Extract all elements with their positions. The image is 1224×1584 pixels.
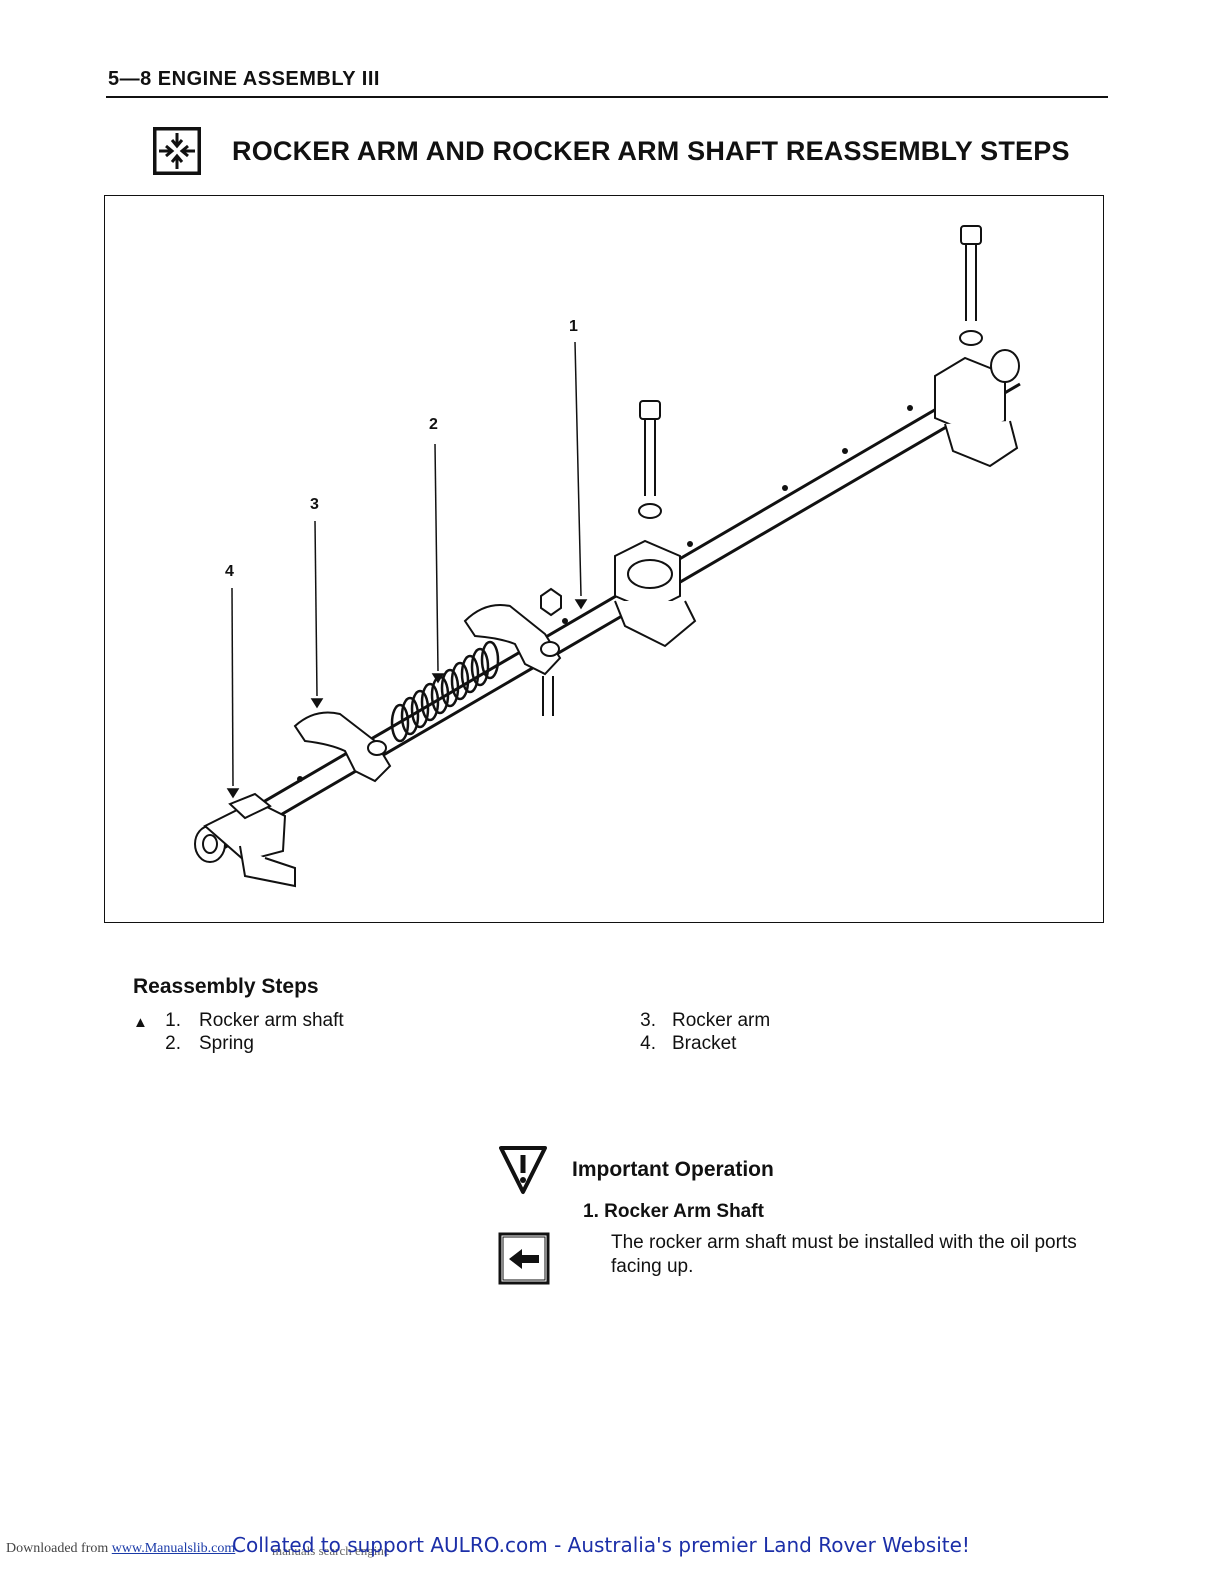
important-operation-title: Important Operation [572,1158,774,1181]
page-title: ROCKER ARM AND ROCKER ARM SHAFT REASSEMB… [232,136,1070,166]
important-item-title: 1. Rocker Arm Shaft [583,1201,764,1222]
manualslib-link[interactable]: www.Manualslib.com [111,1541,236,1556]
callout-3: 3 [310,496,319,513]
rocker-assembly-drawing [194,225,1021,888]
reassembly-steps-title: Reassembly Steps [133,975,319,998]
section-header: 5—8 ENGINE ASSEMBLY III [108,68,380,90]
important-item-text: The rocker arm shaft must be installed w… [611,1232,1077,1277]
left-arrow-icon [498,1232,550,1285]
callout-4: 4 [225,563,234,580]
footer-downloaded: Downloaded from www.Manualslib.com [6,1541,236,1556]
callout-2: 2 [429,416,438,433]
exploded-diagram: 1 2 3 4 [104,195,1104,923]
callout-1: 1 [569,318,578,335]
important-operation-marker: ▲ [133,1014,148,1031]
warning-triangle-icon [499,1146,547,1194]
footer-manuals-search: manuals search engine [272,1543,390,1558]
footer-collated: Collated to support AULRO.com - Australi… [232,1533,970,1557]
reassembly-arrows-icon [153,127,201,175]
header-rule [106,96,1108,98]
